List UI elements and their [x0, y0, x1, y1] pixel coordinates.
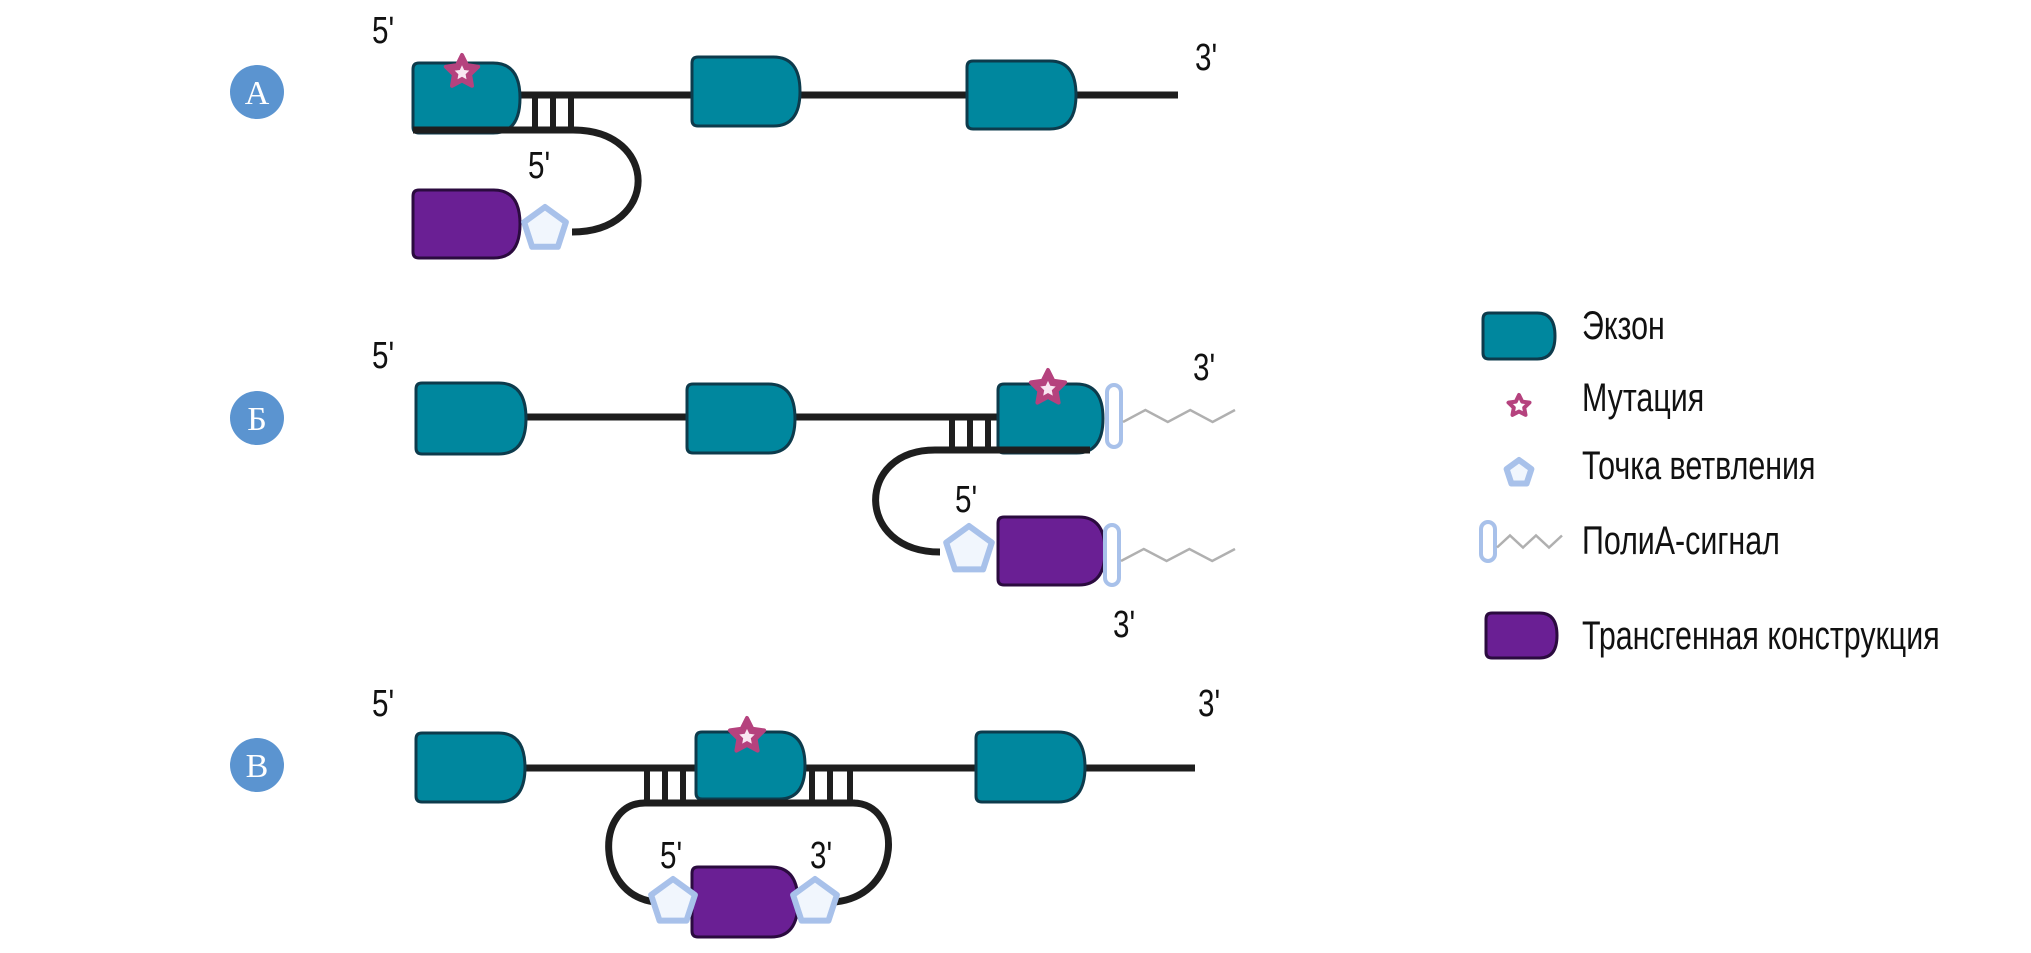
- panel-a-3prime-label: 3': [1195, 37, 1217, 79]
- panel-b-branch-point-icon: [943, 523, 995, 573]
- panel-b-transgene-polya-signal-tail: [1120, 547, 1236, 563]
- legend-label-branch-point: Точка ветвления: [1582, 443, 1815, 488]
- panel-c: В 5' 3' 5' 3': [230, 683, 1220, 877]
- panel-a-exon-3: [965, 59, 1078, 131]
- legend-transgene-icon: [1484, 611, 1559, 660]
- panel-c-badge: [230, 738, 284, 792]
- panel-c-transgene-3prime-label: 3': [810, 835, 832, 877]
- panel-c-letter: В: [246, 748, 269, 785]
- mutation-star-inner: [739, 728, 755, 744]
- panel-b-5prime-label: 5': [372, 335, 394, 377]
- legend-label-exon: Экзон: [1582, 303, 1665, 348]
- legend-label-polya-signal: ПолиА-сигнал: [1582, 518, 1780, 563]
- panel-a-transgene-5prime-label: 5': [528, 145, 550, 187]
- panel-a-badge: [230, 65, 284, 119]
- panel-b-exon-polya-signal-tail: [1122, 408, 1236, 424]
- panel-a-exon-2: [690, 55, 802, 128]
- legend-label-mutation: Мутация: [1582, 375, 1704, 420]
- panel-c-3prime-label: 3': [1198, 683, 1220, 725]
- panel-b: Б 5' 3' 5' 3': [230, 335, 1215, 646]
- mutation-star-inner: [454, 65, 470, 80]
- legend-polya-signal-icon-bar: [1479, 520, 1497, 563]
- panel-c-transgene-5prime-label: 5': [660, 835, 682, 877]
- legend-mutation-star-icon: [1506, 393, 1532, 417]
- panel-c-exon-3: [974, 730, 1087, 804]
- panel-c-transgene-construct: [690, 865, 800, 939]
- panel-b-letter: Б: [247, 401, 267, 438]
- panel-a-letter: А: [245, 75, 270, 112]
- panel-b-exon-1: [414, 381, 528, 456]
- panel-b-transgene-polya-signal-bar: [1103, 523, 1121, 587]
- panel-c-5prime-label: 5': [372, 683, 394, 725]
- legend: Экзон Мутация Точка ветвления ПолиА-сигн…: [1582, 303, 1940, 658]
- panel-b-3prime-label: 3': [1193, 347, 1215, 389]
- panel-b-transgene-3prime-label: 3': [1113, 604, 1135, 646]
- panel-a-transgene-construct: [411, 188, 522, 260]
- panel-a: А 5' 3' 5': [230, 10, 1217, 187]
- panel-b-transgene-construct: [996, 515, 1107, 587]
- panel-c-exon-1: [414, 731, 527, 804]
- diagram-shapes: [411, 53, 1563, 939]
- panel-b-badge: [230, 391, 284, 445]
- mutation-star-inner: [1040, 380, 1056, 396]
- panel-c-branch-point-3prime-icon: [790, 876, 840, 924]
- panel-b-transgene-5prime-label: 5': [955, 479, 977, 521]
- legend-exon-icon: [1481, 311, 1557, 361]
- panel-a-transgene-loop: [571, 126, 642, 236]
- legend-label-transgene: Трансгенная конструкция: [1582, 613, 1940, 658]
- panel-a-5prime-label: 5': [372, 10, 394, 52]
- panel-a-branch-point-icon: [521, 204, 569, 250]
- panel-b-transgene-loop: [872, 446, 941, 556]
- legend-branch-point-icon: [1503, 457, 1535, 487]
- panel-b-exon-2: [685, 382, 797, 455]
- panel-c-transgene-loop-left: [605, 799, 656, 906]
- panel-c-transgene-loop-right: [834, 799, 892, 906]
- panel-c-branch-point-5prime-icon: [648, 876, 698, 924]
- panel-b-exon-polya-signal-bar: [1105, 383, 1123, 449]
- panel-c-exon-2-mutant: [694, 730, 807, 801]
- legend-polya-signal-icon-tail: [1496, 533, 1563, 550]
